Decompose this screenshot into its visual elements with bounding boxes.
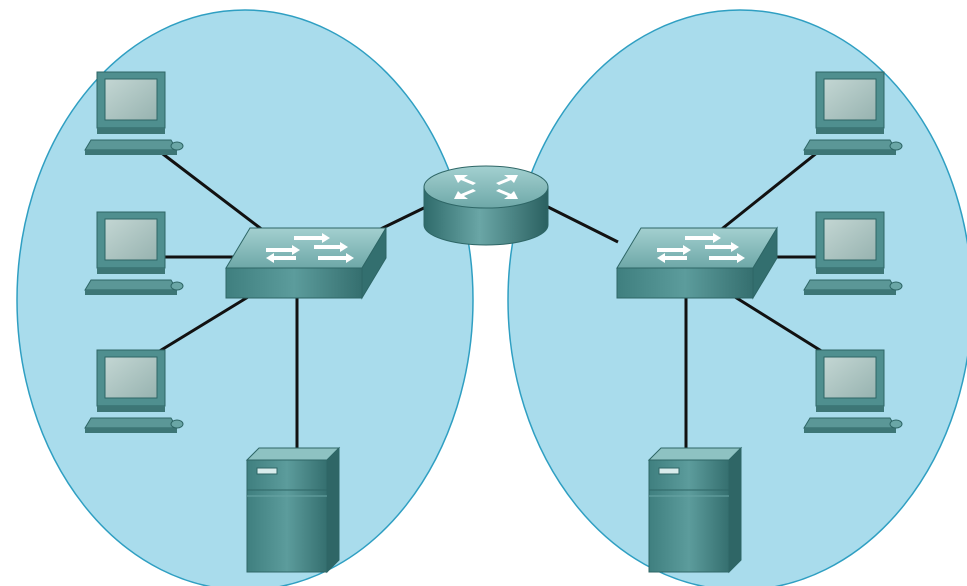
left-server-icon bbox=[245, 446, 341, 574]
right-pc-bottom-icon bbox=[803, 349, 903, 433]
cable-right-pc1 bbox=[717, 146, 824, 234]
cable-left-pc3 bbox=[157, 295, 249, 354]
left-switch-icon bbox=[225, 226, 387, 300]
cable-right-pc3 bbox=[734, 295, 824, 354]
cable-left-pc1 bbox=[154, 146, 269, 236]
cable-router-right-switch bbox=[543, 203, 619, 244]
left-pc-top-icon bbox=[84, 71, 184, 155]
right-switch-icon bbox=[616, 226, 778, 300]
router-icon bbox=[423, 165, 549, 246]
left-pc-middle-icon bbox=[84, 211, 184, 295]
right-server-icon bbox=[647, 446, 743, 574]
right-pc-middle-icon bbox=[803, 211, 903, 295]
right-pc-top-icon bbox=[803, 71, 903, 155]
left-pc-bottom-icon bbox=[84, 349, 184, 433]
